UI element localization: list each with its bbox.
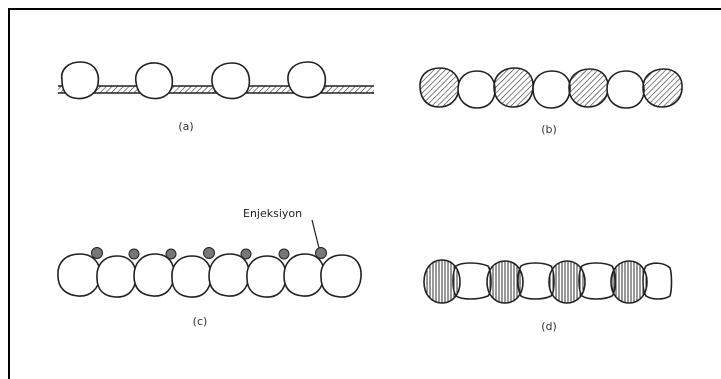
panel-b-label: (b): [541, 123, 557, 136]
annotation-leader-line: [311, 219, 320, 249]
panel-c: Enjeksiyon (c): [57, 207, 362, 328]
panel-a-label: (a): [178, 120, 193, 133]
grout-nodes: [91, 247, 327, 260]
panel-c-label: (c): [193, 315, 208, 328]
piles-c: [57, 253, 362, 298]
piles-b: [419, 67, 683, 109]
injection-annotation: Enjeksiyon: [243, 207, 302, 220]
piles-a: [60, 61, 327, 100]
panel-b: (b): [419, 67, 683, 136]
piles-d: [423, 259, 673, 304]
panel-d-label: (d): [541, 320, 557, 333]
panel-a: (a): [58, 61, 374, 133]
figure-frame: [8, 8, 721, 379]
panel-d: (d): [423, 259, 673, 333]
